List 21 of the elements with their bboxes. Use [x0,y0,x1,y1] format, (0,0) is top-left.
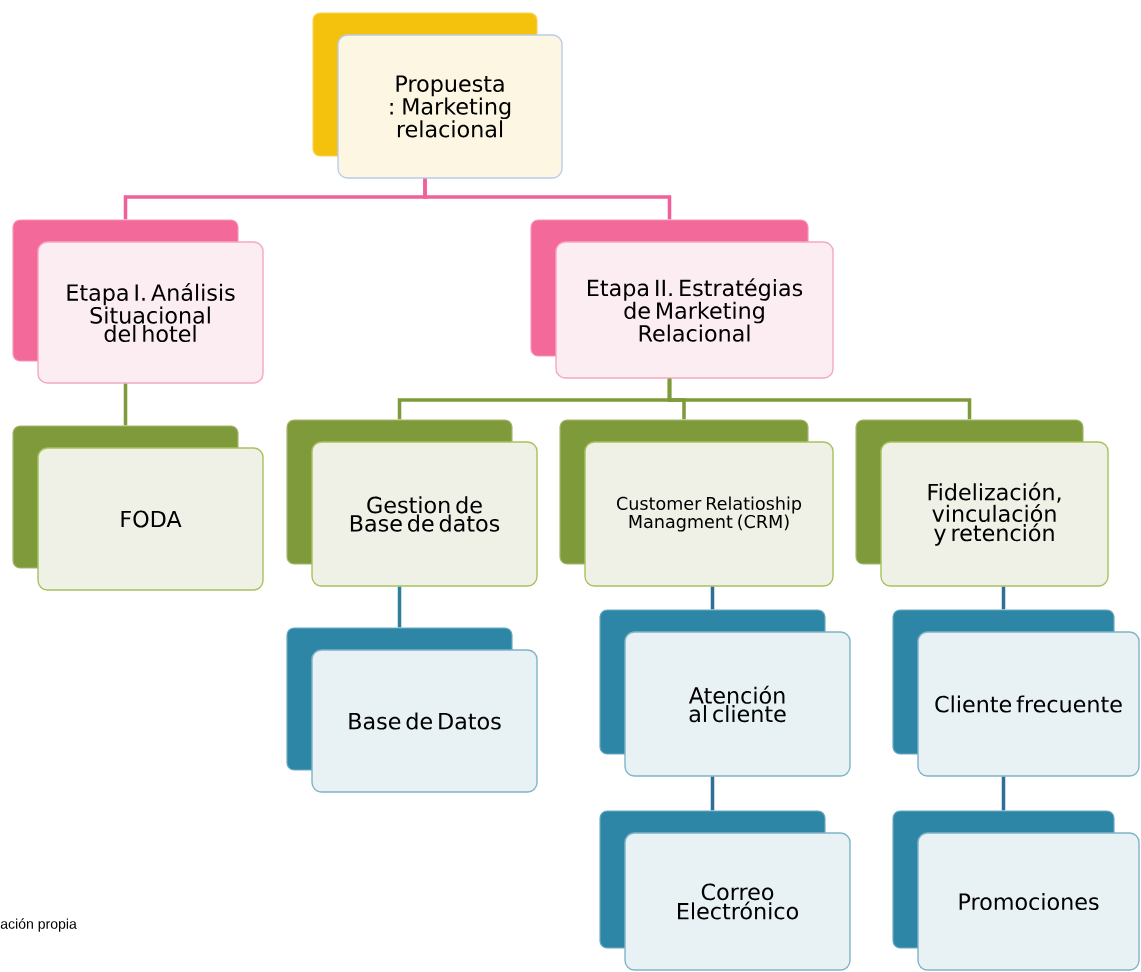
process-box: Atención al cliente [599,609,851,777]
connector-line [123,383,128,426]
process-box: Etapa II. Estratégias de Marketing Relacional [530,219,834,379]
process-box: Fidelización, vinculación y retención [855,419,1109,587]
process-box: Correo Electrónico [599,810,851,971]
process-box: Propuesta : Marketing relacional [312,12,563,179]
connector-line [710,586,715,610]
process-box: FODA [12,425,264,591]
source-note: ación propia [0,918,77,932]
process-box: Cliente frecuente [892,609,1140,777]
connector-line [667,378,972,420]
process-box: Gestion de Base de datos [286,419,538,587]
process-box: Customer Relatioship Managment (CRM) [559,419,834,587]
process-box: Promociones [892,810,1140,971]
connector-line [1001,586,1006,610]
process-box: Base de Datos [286,627,538,793]
connector-line [423,178,672,220]
process-box: Etapa I. Análisis Situacional del hotel [12,219,264,384]
connector-line [397,586,402,628]
connector-line [1001,776,1006,811]
connector-line [710,776,715,811]
